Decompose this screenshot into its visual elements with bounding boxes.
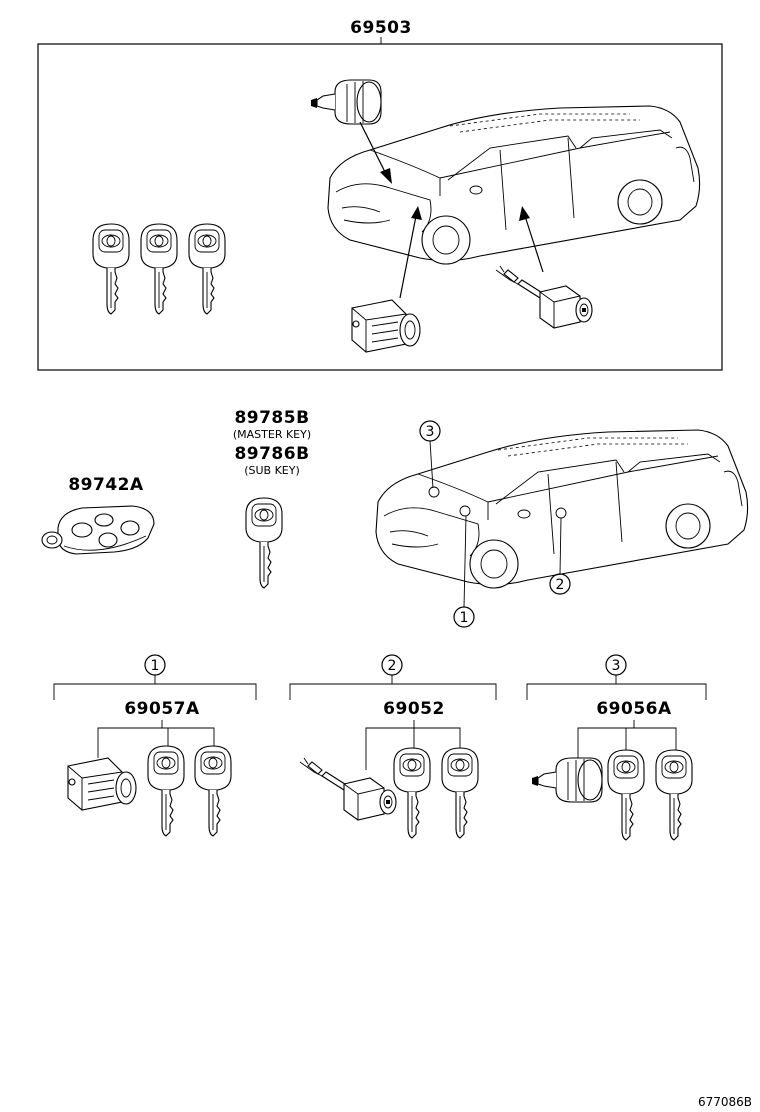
part-number-69057A: 69057A: [124, 699, 200, 719]
callout-2: 2: [549, 507, 571, 595]
set-2: 2 69052: [289, 654, 497, 770]
part-number-89742A: 89742A: [68, 475, 144, 495]
callout-3: 3: [419, 420, 441, 498]
key-icon: [140, 223, 178, 315]
svg-text:3: 3: [612, 658, 621, 674]
part-number-69052: 69052: [383, 699, 445, 719]
svg-text:3: 3: [426, 424, 435, 440]
van-icon: [327, 105, 701, 265]
key-icon: [188, 223, 226, 315]
cylinder-icon: [310, 79, 382, 125]
key-icon: [607, 749, 645, 841]
remote-transmitter-icon: [41, 505, 155, 555]
callout-1: 1: [453, 505, 475, 628]
key-icon: [147, 745, 185, 837]
part-number-89786B: 89786B: [234, 444, 309, 464]
sub-key-note: (SUB KEY): [244, 464, 300, 477]
key-icon: [92, 223, 130, 315]
cylinder-icon: [351, 299, 421, 353]
key-icon: [393, 747, 431, 839]
svg-text:2: 2: [388, 658, 397, 674]
assembly-box: [37, 43, 723, 371]
diagram-reference: 677086B: [698, 1095, 752, 1109]
set-3: 3 69056A: [526, 654, 707, 758]
master-key-note: (MASTER KEY): [233, 428, 311, 441]
pointer-arrows: [359, 121, 544, 299]
key-icon: [655, 749, 693, 841]
part-number-89785B: 89785B: [234, 408, 309, 428]
svg-text:1: 1: [151, 658, 160, 674]
set-1: 1 69057A: [53, 654, 257, 758]
cylinder-icon: [495, 265, 593, 329]
svg-text:1: 1: [460, 610, 469, 626]
part-number-69503: 69503: [350, 18, 412, 38]
key-icon: [194, 745, 232, 837]
part-number-69056A: 69056A: [596, 699, 672, 719]
cylinder-icon: [67, 757, 137, 811]
key-icon: [245, 497, 283, 589]
cylinder-icon: [531, 757, 603, 803]
cylinder-icon: [299, 757, 397, 821]
svg-text:2: 2: [556, 577, 565, 593]
key-icon: [441, 747, 479, 839]
van-icon: [375, 429, 749, 589]
